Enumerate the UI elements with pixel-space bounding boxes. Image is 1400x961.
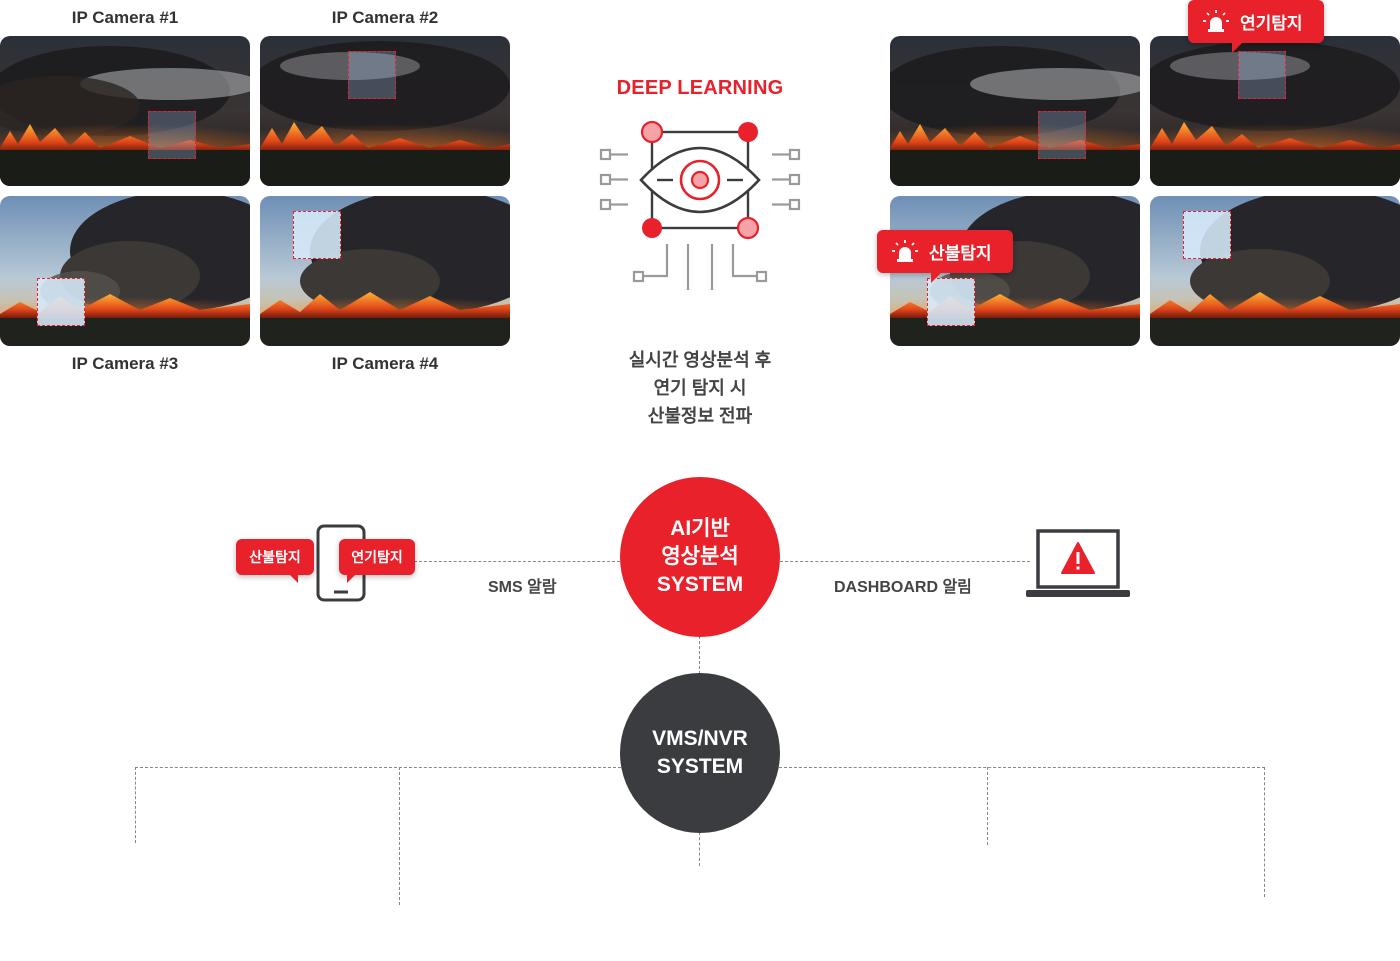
bubble-tail xyxy=(290,575,298,583)
deep-learning-title: DEEP LEARNING xyxy=(616,77,784,99)
ai-system-line: SYSTEM xyxy=(656,573,744,596)
siren-icon xyxy=(892,239,918,262)
camera-2-feed[interactable] xyxy=(260,36,510,186)
sms-alarm-label: SMS 알람 xyxy=(488,579,557,596)
bubble-tail xyxy=(347,575,355,583)
vms-branch-line xyxy=(987,767,988,845)
analyzed-camera-2-feed[interactable] xyxy=(1150,36,1400,186)
ai-analysis-system-node: AI기반 영상분석 SYSTEM xyxy=(620,477,780,637)
dashboard-alert-label: DASHBOARD 알림 xyxy=(834,579,972,596)
fire-scene-image xyxy=(1150,196,1400,346)
description-line: 연기 탐지 시 xyxy=(653,378,747,398)
camera-4-feed[interactable] xyxy=(260,196,510,346)
fire-scene-image xyxy=(0,36,250,186)
camera-3-label: IP Camera #3 xyxy=(71,354,179,373)
laptop-warning-icon xyxy=(1026,529,1130,597)
detection-box xyxy=(1183,211,1231,259)
dashboard-connector-line xyxy=(780,561,1030,562)
vms-distribution-line xyxy=(779,767,1265,768)
vms-distribution-line xyxy=(135,767,621,768)
ai-system-line: 영상분석 xyxy=(661,545,739,568)
fire-detect-alert: 산불탐지 xyxy=(877,230,1013,283)
detection-box xyxy=(927,278,975,326)
alert-label: 산불탐지 xyxy=(249,549,301,565)
ai-eye-circuit-icon xyxy=(599,120,801,290)
sms-fire-alert-bubble: 산불탐지 xyxy=(236,539,314,583)
detection-box xyxy=(293,211,341,259)
camera-1-label: IP Camera #1 xyxy=(71,8,179,27)
vms-branch-line xyxy=(135,767,136,843)
camera-4-label: IP Camera #4 xyxy=(331,354,439,373)
description-line: 산불정보 전파 xyxy=(647,406,753,426)
detection-box xyxy=(148,111,196,159)
detection-box xyxy=(37,278,85,326)
vms-branch-line xyxy=(1264,767,1265,897)
system-link-line xyxy=(699,636,700,674)
camera-2-label: IP Camera #2 xyxy=(331,8,439,27)
camera-3-feed[interactable] xyxy=(0,196,250,346)
detection-box xyxy=(1238,51,1286,99)
fire-scene-image xyxy=(890,36,1140,186)
fire-scene-image xyxy=(1150,36,1400,186)
sms-connector-line xyxy=(414,561,620,562)
smoke-detect-alert: 연기탐지 xyxy=(1188,0,1324,53)
fire-scene-image xyxy=(260,196,510,346)
fire-scene-image xyxy=(890,196,1140,346)
vms-branch-line xyxy=(699,832,700,866)
vms-system-line: VMS/NVR xyxy=(652,727,748,750)
siren-icon xyxy=(1203,9,1229,32)
vms-system-line: SYSTEM xyxy=(656,755,744,778)
analyzed-camera-1-feed[interactable] xyxy=(890,36,1140,186)
detection-box xyxy=(348,51,396,99)
vms-nvr-system-node: VMS/NVR SYSTEM xyxy=(620,673,780,833)
detection-box xyxy=(1038,111,1086,159)
bubble-tail xyxy=(1232,43,1242,53)
bubble-tail xyxy=(931,273,941,283)
ai-system-line: AI기반 xyxy=(670,517,730,540)
description-line: 실시간 영상분석 후 xyxy=(628,350,772,370)
alert-label: 연기탐지 xyxy=(1240,14,1303,33)
sms-smoke-alert-bubble: 연기탐지 xyxy=(339,539,415,583)
deep-learning-description: 실시간 영상분석 후 연기 탐지 시 산불정보 전파 xyxy=(560,346,840,430)
alert-label: 연기탐지 xyxy=(351,549,403,565)
vms-branch-line xyxy=(399,767,400,905)
fire-scene-image xyxy=(260,36,510,186)
analyzed-camera-4-feed[interactable] xyxy=(1150,196,1400,346)
camera-1-feed[interactable] xyxy=(0,36,250,186)
fire-scene-image xyxy=(0,196,250,346)
alert-label: 산불탐지 xyxy=(929,244,992,263)
analyzed-camera-3-feed[interactable] xyxy=(890,196,1140,346)
